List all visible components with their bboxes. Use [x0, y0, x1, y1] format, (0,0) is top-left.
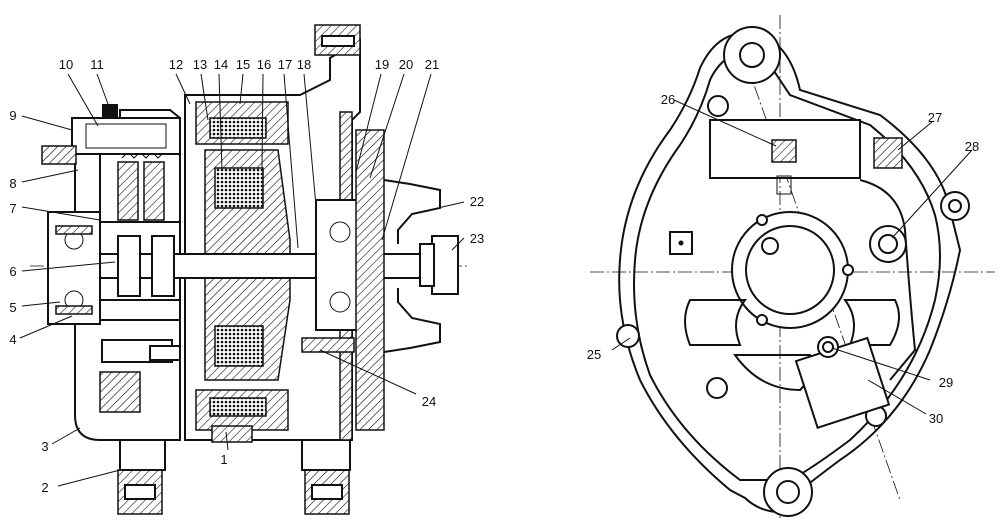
wire — [859, 179, 917, 381]
output-terminal-inner — [878, 234, 898, 254]
callout-13: 13 — [193, 57, 207, 72]
pulley-nut — [431, 235, 459, 295]
callout-27: 27 — [928, 110, 942, 125]
callout-24: 24 — [422, 394, 436, 409]
brush-2 — [143, 161, 165, 221]
callout-9: 9 — [9, 108, 16, 123]
callout-28: 28 — [965, 139, 979, 154]
callout-11: 11 — [90, 57, 104, 72]
stator-winding-upper — [209, 117, 267, 139]
pulley-upper — [383, 179, 441, 244]
terminal-block — [41, 145, 77, 165]
sectional-view — [30, 24, 470, 515]
excitation-winding-lower — [214, 325, 264, 367]
callout-25: 25 — [587, 347, 601, 362]
right-mount-hole — [948, 199, 962, 213]
end-view-housing-inner — [633, 48, 941, 481]
rear-bearing-race — [55, 225, 93, 235]
callout-15: 15 — [236, 57, 250, 72]
front-bearing-ball-bottom — [329, 291, 351, 313]
brush-1 — [117, 161, 139, 221]
bottom-mount-hole — [776, 480, 800, 504]
callout-5: 5 — [9, 300, 16, 315]
callout-3: 3 — [41, 439, 48, 454]
stator-winding-lower — [209, 397, 267, 417]
pulley-lower — [383, 288, 441, 353]
brush-holder — [99, 149, 181, 223]
vent-square-dot — [678, 240, 684, 246]
cooling-slot-left — [684, 299, 747, 346]
screw-bottom-left — [706, 377, 728, 399]
housing-base — [119, 440, 351, 471]
callout-19: 19 — [375, 57, 389, 72]
callout-10: 10 — [59, 57, 73, 72]
rectifier-plate — [99, 299, 181, 321]
bottom-mount-hole-left — [124, 484, 156, 500]
screw-left — [616, 324, 640, 348]
callout-1: 1 — [220, 452, 227, 467]
callout-14: 14 — [214, 57, 228, 72]
callout-23: 23 — [470, 231, 484, 246]
rear-housing — [74, 109, 181, 441]
front-housing — [184, 38, 361, 441]
leader-lines — [19, 73, 973, 487]
callout-22: 22 — [470, 194, 484, 209]
callout-labels: 1 2 3 4 5 6 7 8 9 10 11 12 13 14 15 16 1… — [9, 57, 979, 495]
bearing-cover-screw-2 — [842, 264, 854, 276]
callout-30: 30 — [929, 411, 943, 426]
callout-17: 17 — [278, 57, 292, 72]
spacer-washer — [301, 337, 355, 353]
fan — [355, 129, 385, 431]
excitation-winding-upper — [214, 167, 264, 209]
callout-26: 26 — [661, 92, 675, 107]
slip-ring-1 — [117, 235, 141, 297]
rear-bearing-race-2 — [55, 305, 93, 315]
top-mount-hole — [739, 42, 765, 68]
callout-8: 8 — [9, 176, 16, 191]
regulator-cover — [71, 117, 181, 155]
regulator-screw — [102, 104, 118, 118]
tie-bolt-plate — [211, 425, 253, 443]
cooling-slot-right — [843, 299, 900, 346]
end-view — [590, 15, 995, 520]
regulator-terminal — [771, 139, 797, 163]
callout-7: 7 — [9, 201, 16, 216]
front-bearing-ball-top — [329, 221, 351, 243]
callout-18: 18 — [297, 57, 311, 72]
bearing-cover-screw-4 — [756, 214, 768, 226]
callout-16: 16 — [257, 57, 271, 72]
top-mount-lug-hole — [321, 35, 355, 47]
callout-4: 4 — [9, 332, 16, 347]
screw-top-left — [707, 95, 729, 117]
regulator-tab — [776, 175, 792, 195]
bearing-cover-screw — [761, 237, 779, 255]
bearing-cover-inner — [745, 225, 835, 315]
bottom-mount-hole-right — [311, 484, 343, 500]
callout-2: 2 — [41, 480, 48, 495]
regulator-body — [85, 123, 167, 149]
callout-20: 20 — [399, 57, 413, 72]
callout-21: 21 — [425, 57, 439, 72]
callout-6: 6 — [9, 264, 16, 279]
terminal-post — [873, 137, 903, 169]
capacitor — [99, 371, 141, 413]
callout-12: 12 — [169, 57, 183, 72]
rectifier-terminal — [149, 345, 181, 361]
bearing-cover-screw-3 — [756, 314, 768, 326]
callout-29: 29 — [939, 375, 953, 390]
slip-ring-2 — [151, 235, 175, 297]
pulley-washer — [419, 243, 435, 287]
capacitor-screw-inner — [822, 341, 834, 353]
